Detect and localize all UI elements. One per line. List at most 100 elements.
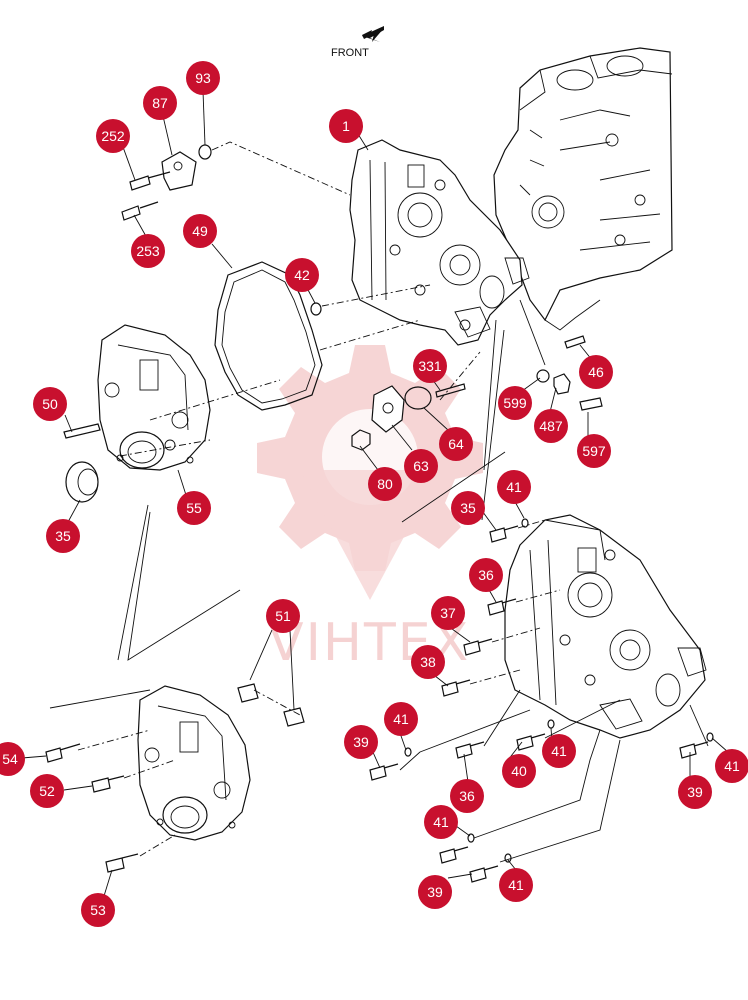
- svg-text:38: 38: [420, 654, 436, 670]
- washer: [706, 732, 714, 742]
- svg-text:53: 53: [90, 902, 106, 918]
- part-callout: 63: [404, 449, 438, 483]
- dowel-pin: [310, 302, 322, 316]
- part-callout: 39: [344, 725, 378, 759]
- part-callout: 64: [439, 427, 473, 461]
- part-callout: 55: [177, 491, 211, 525]
- part-callout: 51: [266, 599, 300, 633]
- svg-text:597: 597: [582, 443, 606, 459]
- washer: [547, 719, 555, 729]
- svg-text:41: 41: [393, 711, 409, 727]
- part-callout: 41: [499, 868, 533, 902]
- stud: [564, 335, 586, 349]
- washer: [521, 518, 529, 528]
- svg-text:39: 39: [353, 734, 369, 750]
- part-callout: 42: [285, 258, 319, 292]
- svg-text:253: 253: [136, 243, 160, 259]
- svg-text:41: 41: [724, 758, 740, 774]
- washer: [404, 747, 412, 757]
- part-callout: 53: [81, 893, 115, 927]
- part-callout: 41: [384, 702, 418, 736]
- svg-text:487: 487: [539, 418, 563, 434]
- svg-text:37: 37: [440, 605, 456, 621]
- svg-text:50: 50: [42, 396, 58, 412]
- bolt: [579, 397, 603, 411]
- callouts: 1 93 87 252 253 49 42 331 46 599 487 597…: [0, 61, 748, 927]
- part-callout: 41: [424, 805, 458, 839]
- svg-text:41: 41: [551, 743, 567, 759]
- svg-text:1: 1: [342, 118, 350, 134]
- gear-case-lower: [504, 514, 707, 739]
- svg-text:54: 54: [2, 751, 18, 767]
- part-callout: 40: [502, 754, 536, 788]
- bolt: [516, 733, 546, 751]
- svg-text:55: 55: [186, 500, 202, 516]
- nut: [351, 429, 371, 451]
- part-callout: 39: [678, 775, 712, 809]
- front-label: FRONT: [331, 47, 369, 59]
- svg-text:49: 49: [192, 223, 208, 239]
- part-callout: 37: [431, 596, 465, 630]
- svg-text:93: 93: [195, 70, 211, 86]
- part-callout: 50: [33, 387, 67, 421]
- part-callout: 36: [469, 558, 503, 592]
- assembly-lines: [49, 141, 709, 863]
- part-callout: 41: [542, 734, 576, 768]
- svg-text:87: 87: [152, 95, 168, 111]
- o-ring: [404, 386, 432, 410]
- part-callout: 331: [413, 349, 447, 383]
- part-callout: 253: [131, 234, 165, 268]
- svg-text:41: 41: [508, 877, 524, 893]
- part-callout: 599: [498, 386, 532, 420]
- part-callout: 487: [534, 409, 568, 443]
- part-callout: 46: [579, 355, 613, 389]
- part-callout: 35: [451, 491, 485, 525]
- bolt: [441, 679, 471, 697]
- stud: [237, 683, 259, 703]
- svg-text:599: 599: [503, 395, 527, 411]
- bolt: [45, 743, 81, 763]
- part-callout: 252: [96, 119, 130, 153]
- svg-text:331: 331: [418, 358, 442, 374]
- part-callout: 38: [411, 645, 445, 679]
- bracket: [161, 151, 197, 191]
- o-ring: [198, 144, 212, 160]
- svg-text:40: 40: [511, 763, 527, 779]
- washer: [504, 853, 512, 863]
- svg-text:39: 39: [687, 784, 703, 800]
- svg-text:35: 35: [55, 528, 71, 544]
- bolt: [105, 853, 139, 873]
- part-callout: 39: [418, 875, 452, 909]
- bolt: [121, 201, 159, 221]
- bolt: [469, 865, 499, 883]
- bolt: [439, 846, 469, 864]
- svg-text:41: 41: [433, 814, 449, 830]
- bolt: [455, 741, 485, 759]
- part-callout: 49: [183, 214, 217, 248]
- svg-text:51: 51: [275, 608, 291, 624]
- svg-text:36: 36: [478, 567, 494, 583]
- part-callout: 54: [0, 742, 25, 776]
- bolt: [487, 598, 517, 616]
- svg-text:41: 41: [506, 479, 522, 495]
- svg-text:46: 46: [588, 364, 604, 380]
- o-ring: [536, 369, 550, 383]
- stud: [283, 707, 305, 727]
- cover-plate: [371, 385, 405, 433]
- stud: [435, 383, 466, 398]
- svg-text:52: 52: [39, 783, 55, 799]
- part-callout: 41: [715, 749, 748, 783]
- svg-text:80: 80: [377, 476, 393, 492]
- bolt: [129, 171, 171, 191]
- front-cover-upper: [97, 324, 211, 471]
- part-callout: 87: [143, 86, 177, 120]
- svg-text:63: 63: [413, 458, 429, 474]
- bolt: [489, 525, 519, 543]
- part-callout: 36: [450, 779, 484, 813]
- svg-text:252: 252: [101, 128, 125, 144]
- part-callout: 35: [46, 519, 80, 553]
- svg-text:35: 35: [460, 500, 476, 516]
- part-callout: 52: [30, 774, 64, 808]
- bolt: [463, 638, 493, 656]
